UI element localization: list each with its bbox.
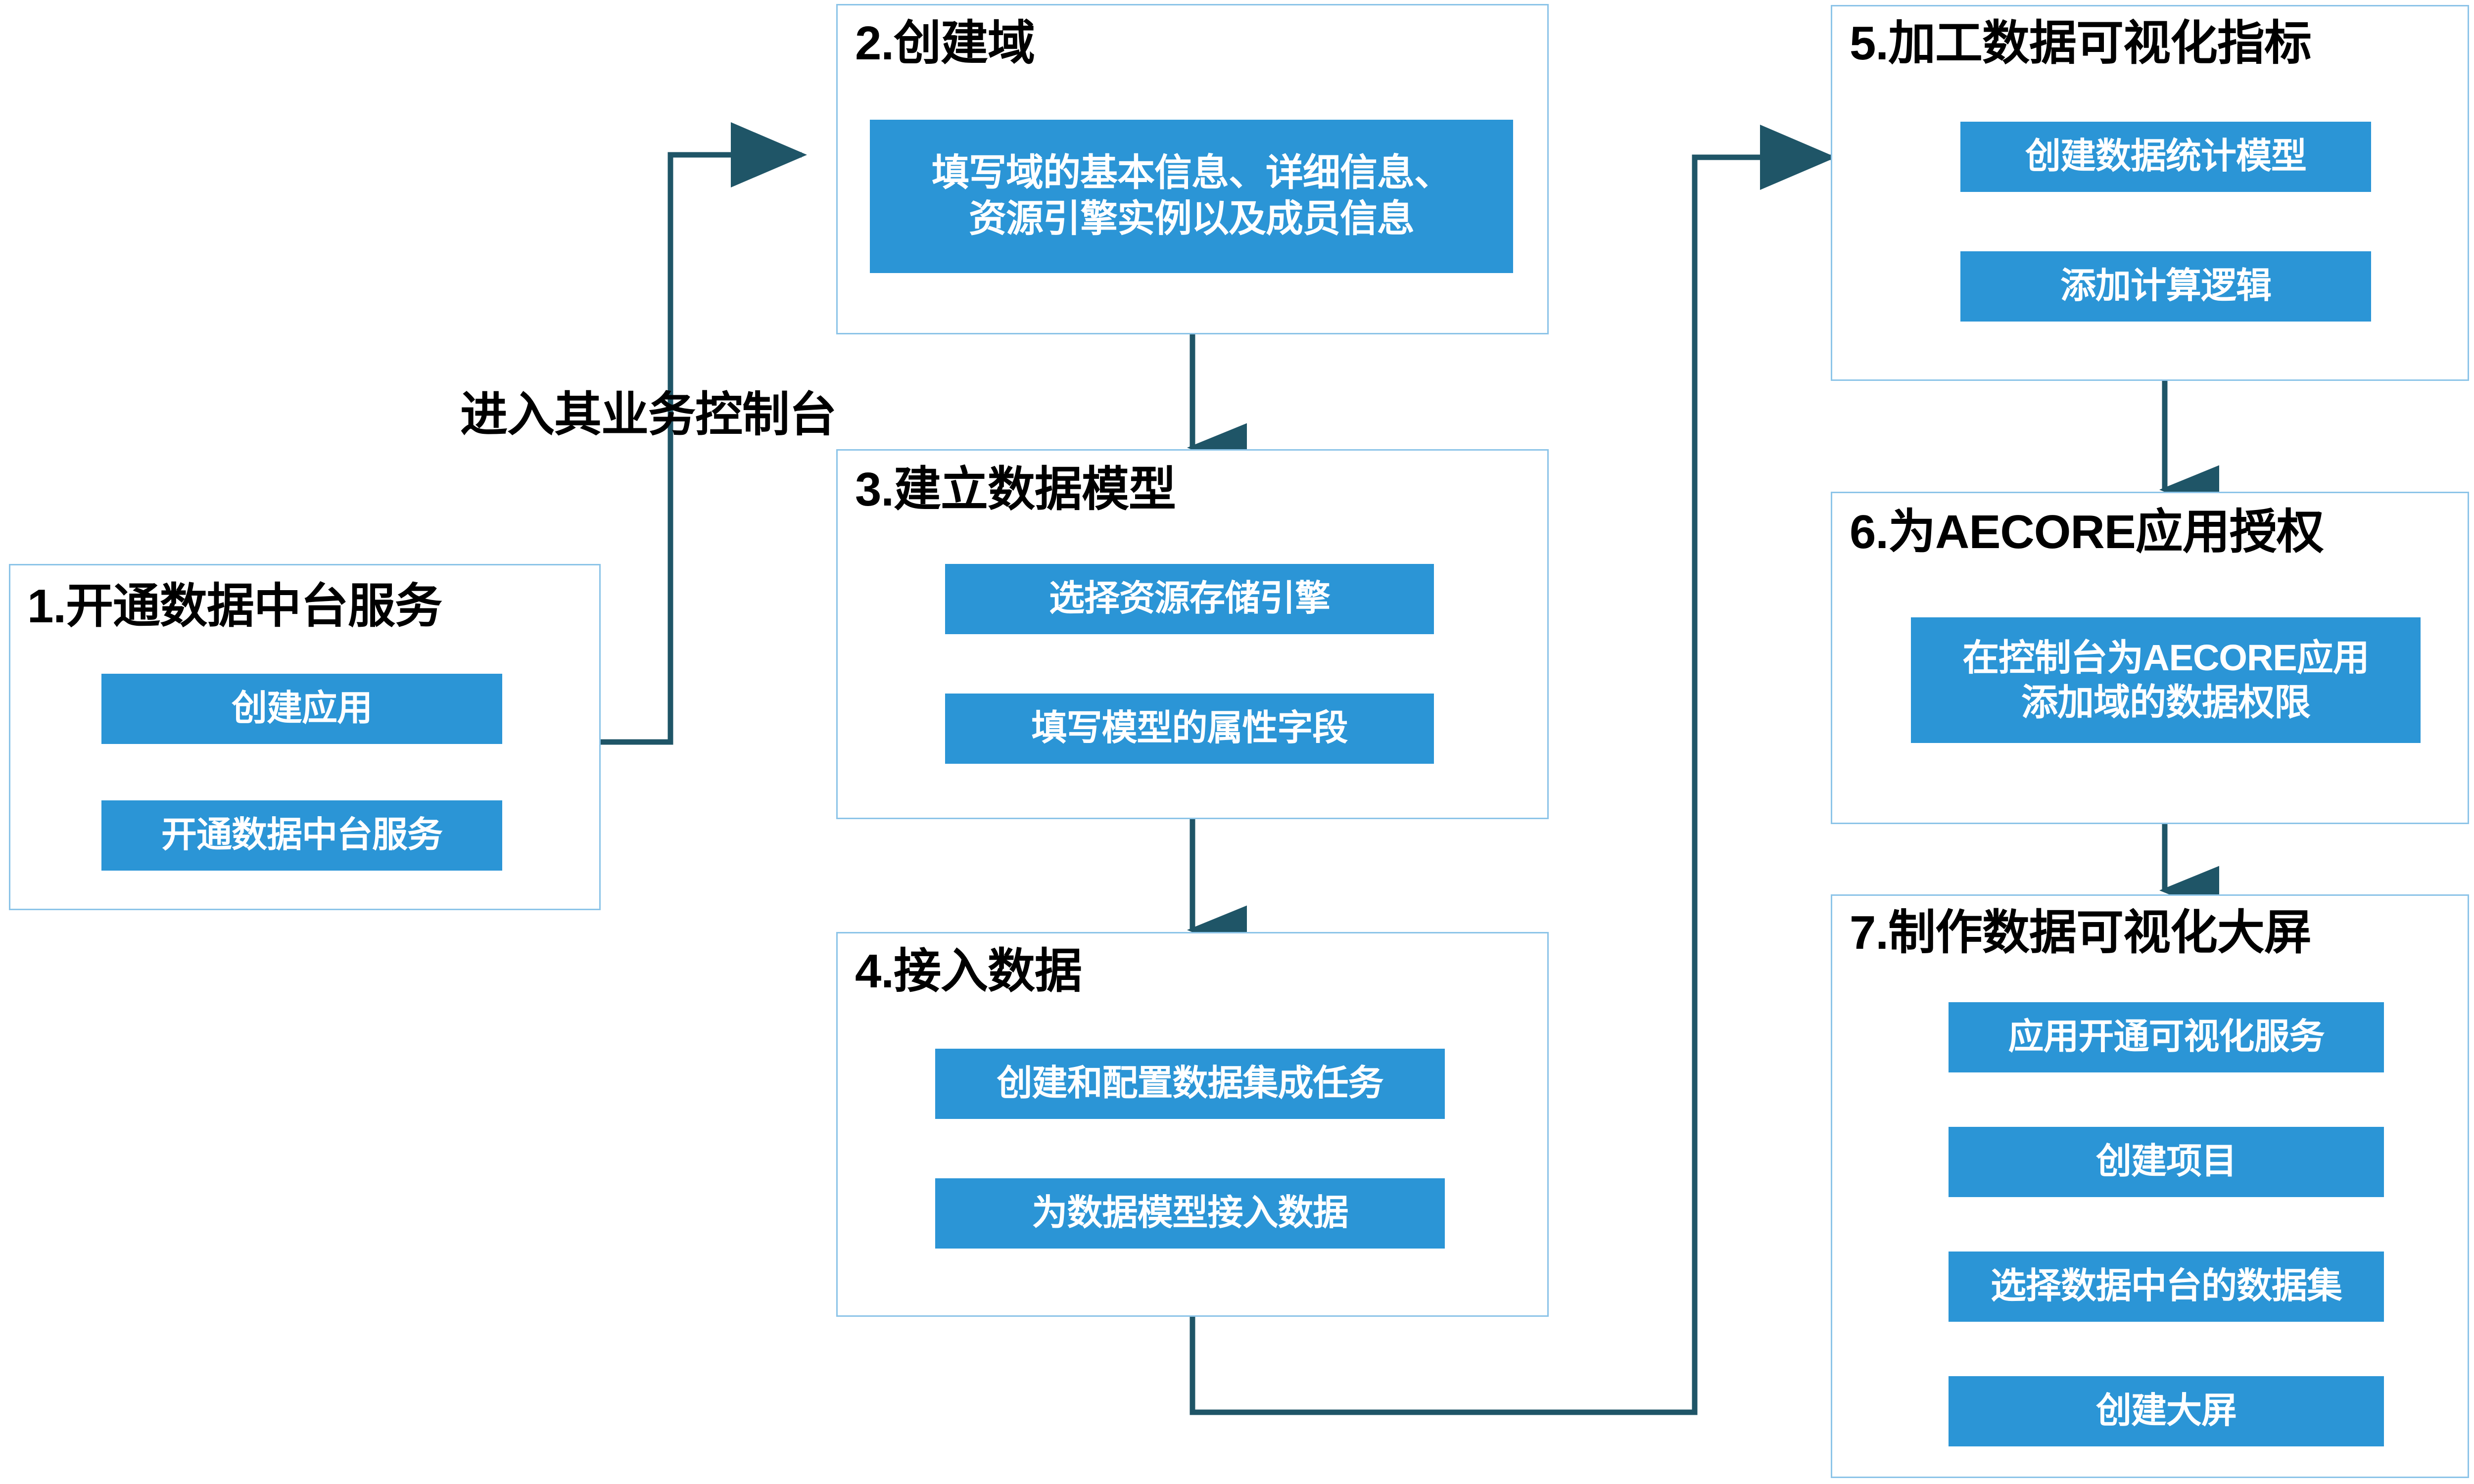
- step-box-create-statistics-model[interactable]: 创建数据统计模型: [1960, 122, 2371, 192]
- connector-step1-to-step2: [599, 122, 807, 745]
- panel-step-4[interactable]: [836, 932, 1549, 1317]
- step-box-create-project[interactable]: 创建项目: [1949, 1127, 2384, 1197]
- panel-title-step-3: 3.建立数据模型: [855, 463, 1176, 516]
- panel-title-step-4: 4.接入数据: [855, 945, 1082, 998]
- step-box-add-calculation-logic[interactable]: 添加计算逻辑: [1960, 251, 2371, 322]
- step-box-create-application[interactable]: 创建应用: [101, 674, 502, 744]
- step-box-fill-domain-info[interactable]: 填写域的基本信息、详细信息、 资源引擎实例以及成员信息: [870, 120, 1513, 273]
- panel-title-step-2: 2.创建域: [855, 17, 1035, 70]
- step-box-ingest-data-for-model[interactable]: 为数据模型接入数据: [935, 1178, 1445, 1249]
- panel-title-step-7: 7.制作数据可视化大屏: [1850, 906, 2312, 959]
- step-box-select-storage-engine[interactable]: 选择资源存储引擎: [945, 564, 1434, 634]
- step-box-enable-data-midplatform-service[interactable]: 开通数据中台服务: [101, 800, 502, 871]
- step-box-fill-model-fields[interactable]: 填写模型的属性字段: [945, 694, 1434, 764]
- edge-label-enter-business-console: 进入其业务控制台: [460, 388, 837, 441]
- step-box-create-integration-task[interactable]: 创建和配置数据集成任务: [935, 1049, 1445, 1119]
- panel-title-step-1: 1.开通数据中台服务: [27, 580, 442, 633]
- panel-title-step-5: 5.加工数据可视化指标: [1850, 17, 2312, 70]
- panel-title-step-6: 6.为AECORE应用授权: [1850, 506, 2324, 558]
- step-box-select-dataset[interactable]: 选择数据中台的数据集: [1949, 1252, 2384, 1322]
- step-box-create-dashboard[interactable]: 创建大屏: [1949, 1376, 2384, 1446]
- step-box-authorize-aecore-app[interactable]: 在控制台为AECORE应用 添加域的数据权限: [1911, 617, 2421, 743]
- step-box-enable-visualization-service[interactable]: 应用开通可视化服务: [1949, 1002, 2384, 1072]
